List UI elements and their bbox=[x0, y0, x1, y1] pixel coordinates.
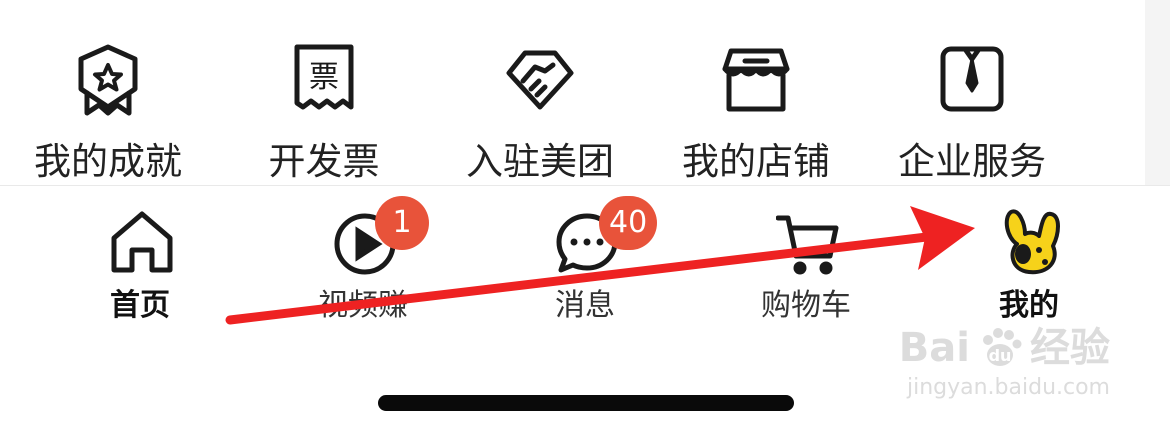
achievement-badge-icon bbox=[73, 43, 143, 117]
storefront-icon bbox=[721, 43, 791, 117]
service-label: 入驻美团 bbox=[466, 140, 614, 183]
tab-home[interactable]: 首页 bbox=[40, 186, 240, 336]
svg-text:du: du bbox=[989, 346, 1012, 365]
watermark-url: jingyan.baidu.com bbox=[906, 375, 1110, 400]
tab-cart[interactable]: 购物车 bbox=[706, 186, 906, 336]
home-indicator[interactable] bbox=[378, 395, 794, 411]
baidu-paw-icon: du bbox=[983, 328, 1022, 366]
tab-messages[interactable]: 40 消息 bbox=[485, 186, 685, 336]
service-enterprise[interactable]: 企业服务 bbox=[872, 0, 1072, 185]
service-achievement[interactable]: 我的成就 bbox=[8, 0, 208, 185]
services-grid: 我的成就 票 开发票 入驻美团 bbox=[0, 0, 1080, 185]
service-label: 开发票 bbox=[268, 140, 380, 183]
shopping-cart-icon bbox=[776, 208, 840, 276]
invoice-glyph: 票 bbox=[309, 60, 339, 95]
baidu-jingyan-watermark: Bai du 经验 jingyan.baidu.com bbox=[899, 323, 1110, 403]
service-invoice[interactable]: 票 开发票 bbox=[224, 0, 424, 185]
tab-mine[interactable]: 我的 bbox=[929, 186, 1129, 336]
service-label: 企业服务 bbox=[898, 140, 1046, 183]
mascot-kangaroo-icon bbox=[999, 208, 1063, 276]
service-label: 我的成就 bbox=[34, 140, 182, 183]
tab-video-earn[interactable]: 1 视频赚 bbox=[263, 186, 463, 336]
tab-label: 视频赚 bbox=[318, 288, 408, 323]
briefcase-tie-icon bbox=[937, 43, 1007, 117]
tab-label: 消息 bbox=[555, 288, 615, 323]
tab-label: 首页 bbox=[110, 288, 170, 323]
handshake-icon bbox=[505, 43, 575, 117]
tab-label: 购物车 bbox=[761, 288, 851, 323]
tab-label: 我的 bbox=[999, 288, 1059, 323]
service-join-meituan[interactable]: 入驻美团 bbox=[440, 0, 640, 185]
invoice-ticket-icon: 票 bbox=[289, 43, 359, 117]
service-my-store[interactable]: 我的店铺 bbox=[656, 0, 856, 185]
notification-badge: 1 bbox=[375, 196, 429, 250]
home-icon bbox=[110, 208, 174, 276]
service-label: 我的店铺 bbox=[682, 140, 830, 183]
notification-badge: 40 bbox=[599, 196, 658, 250]
watermark-brand: Bai du 经验 bbox=[898, 325, 1110, 371]
